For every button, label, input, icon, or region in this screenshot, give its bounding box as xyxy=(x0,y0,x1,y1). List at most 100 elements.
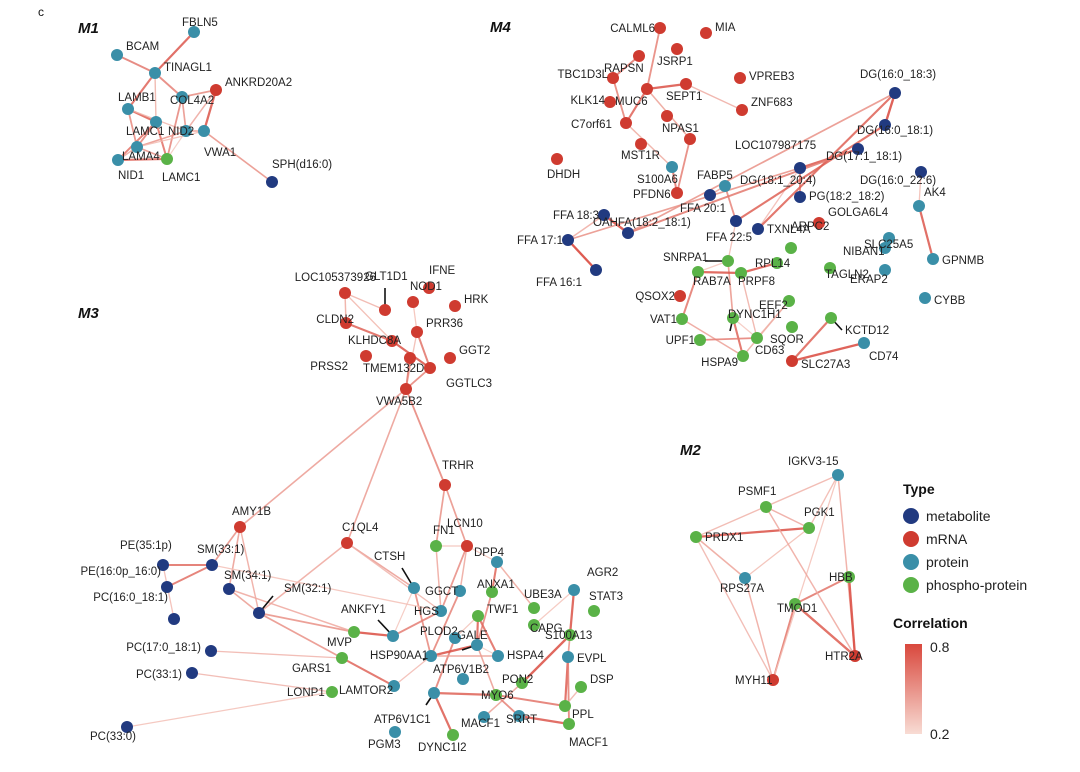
node-label-MYO6: MYO6 xyxy=(481,690,514,702)
node-KLK14 xyxy=(604,96,616,108)
edge-TRHR-FN1 xyxy=(435,484,446,547)
node-label-DG2: DG(16:0_18:1) xyxy=(857,125,933,137)
node-EVPL xyxy=(562,651,574,663)
node-label-PC331: PC(33:1) xyxy=(136,669,182,681)
node-SQOR xyxy=(786,321,798,333)
edge-VAT1-HSPA9 xyxy=(681,318,744,357)
node-PE160 xyxy=(161,581,173,593)
node-SEPT1 xyxy=(680,78,692,90)
legend-label-metabolite: metabolite xyxy=(926,508,991,524)
node-PRPF8 xyxy=(735,267,747,279)
node-label-LOC105373926: LOC105373926 xyxy=(295,272,376,284)
node-CD63 xyxy=(751,332,763,344)
node-label-GARS1: GARS1 xyxy=(292,663,331,675)
node-IGKV3 xyxy=(832,469,844,481)
edge-GALE-MYO6 xyxy=(476,644,497,696)
node-label-FFA225: FFA 22:5 xyxy=(706,232,752,244)
node-label-DG5: DG(16:0_22:6) xyxy=(860,175,936,187)
edge-PRDX1-RPS27A xyxy=(695,536,746,579)
correlation-min-label: 0.2 xyxy=(930,726,950,742)
node-ARPC2 xyxy=(785,242,797,254)
node-label-SQOR: SQOR xyxy=(770,334,804,346)
node-SNRPA1 xyxy=(722,255,734,267)
node-TBC1D3L xyxy=(607,72,619,84)
node-PGM3 xyxy=(389,726,401,738)
node-DYNC1H1 xyxy=(727,312,739,324)
node-label-CTSH: CTSH xyxy=(374,551,405,563)
node-C1QL4 xyxy=(341,537,353,549)
node-MUC6 xyxy=(641,83,653,95)
node-COL4A2 xyxy=(176,91,188,103)
node-label-MUC6: MUC6 xyxy=(615,96,648,108)
edge-RAB7A-PRPF8 xyxy=(697,270,742,275)
legend-correlation-title: Correlation xyxy=(893,615,968,631)
node-STAT3 xyxy=(588,605,600,617)
edge-LAMB1-LAMA4 xyxy=(127,108,138,148)
node-label-VWA1: VWA1 xyxy=(204,147,236,159)
node-OAHFA xyxy=(622,227,634,239)
edge-ANKRD20A2-VWA1 xyxy=(202,89,218,132)
node-label-SRRT: SRRT xyxy=(506,714,537,726)
node-MST1R xyxy=(635,138,647,150)
node-TINAGL1 xyxy=(149,67,161,79)
node-UPF1 xyxy=(694,334,706,346)
edge-SEPT1-ZNF683 xyxy=(685,83,743,111)
node-label-FFA183: FFA 18:3 xyxy=(553,210,599,222)
node-TWF1 xyxy=(472,610,484,622)
node-FFA183 xyxy=(598,209,610,221)
node-PC160 xyxy=(168,613,180,625)
node-TAGLN2 xyxy=(824,262,836,274)
node-label-GOLGA6L4: GOLGA6L4 xyxy=(828,207,889,219)
node-label-MST1R: MST1R xyxy=(621,150,660,162)
node-label-IGKV3: IGKV3-15 xyxy=(788,456,839,468)
node-TMOD1 xyxy=(789,598,801,610)
node-label-NIBAN1: NIBAN1 xyxy=(843,246,885,258)
edge-NID2-LAMA4 xyxy=(136,130,187,148)
node-label-UBE3A: UBE3A xyxy=(524,589,562,601)
node-label-TINAGL1: TINAGL1 xyxy=(164,62,212,74)
node-label-S100A13: S100A13 xyxy=(545,630,592,642)
edge-ATP6V1C1-DYNC1I2 xyxy=(433,692,454,736)
edge-PGK1-PRDX1 xyxy=(695,526,810,539)
edge-CLDN2-KLHDC8A xyxy=(345,322,393,342)
node-RAPSN xyxy=(633,50,645,62)
node-label-MIA: MIA xyxy=(715,22,736,34)
node-label-PRDX1: PRDX1 xyxy=(705,532,743,544)
node-DHDH xyxy=(551,153,563,165)
node-label-LCN10: LCN10 xyxy=(447,518,483,530)
node-label-SLC27A3: SLC27A3 xyxy=(801,359,850,371)
node-label-ARPC2: ARPC2 xyxy=(791,221,829,233)
node-SM321 xyxy=(253,607,265,619)
edge-CALML6-MUC6 xyxy=(646,27,661,90)
node-label-PSMF1: PSMF1 xyxy=(738,486,776,498)
node-label-NPAS1: NPAS1 xyxy=(662,123,699,135)
edge-TINAGL1-LAMB1 xyxy=(127,72,156,110)
node-label-KLHDC8A: KLHDC8A xyxy=(348,335,401,347)
node-label-PRR36: PRR36 xyxy=(426,318,463,330)
node-DSP xyxy=(575,681,587,693)
edge-VWA1-LAMA4 xyxy=(136,130,205,148)
edge-ANKRD20A2-NID2 xyxy=(185,89,217,132)
node-label-PG: PG(18:2_18:2) xyxy=(809,191,885,203)
node-label-HBB: HBB xyxy=(829,572,853,584)
node-label-EVPL: EVPL xyxy=(577,653,607,665)
node-label-HSPA9: HSPA9 xyxy=(701,357,738,369)
node-label-ATP6V1C1: ATP6V1C1 xyxy=(374,714,431,726)
node-label-QSOX2: QSOX2 xyxy=(635,291,675,303)
edge-FBLN5-TINAGL1 xyxy=(154,31,195,74)
node-label-PC160: PC(16:0_18:1) xyxy=(93,592,168,604)
module-label-M2: M2 xyxy=(680,442,701,459)
node-layer xyxy=(111,22,939,741)
node-label-LOC107987175: LOC107987175 xyxy=(735,140,816,152)
node-label-AMY1B: AMY1B xyxy=(232,506,271,518)
edge-DG3-OAHFA xyxy=(627,148,859,234)
node-label-FFA171: FFA 17:1 xyxy=(517,235,563,247)
node-GOLGA6L4 xyxy=(813,217,825,229)
node-PRDX1 xyxy=(690,531,702,543)
edge-PRDX1-MYH11 xyxy=(695,536,774,681)
node-MACF1b xyxy=(563,718,575,730)
node-label-TXNL4A: TXNL4A xyxy=(767,224,811,236)
edge-AGR2-S100A13 xyxy=(568,589,576,636)
node-label-BCAM: BCAM xyxy=(126,41,159,53)
